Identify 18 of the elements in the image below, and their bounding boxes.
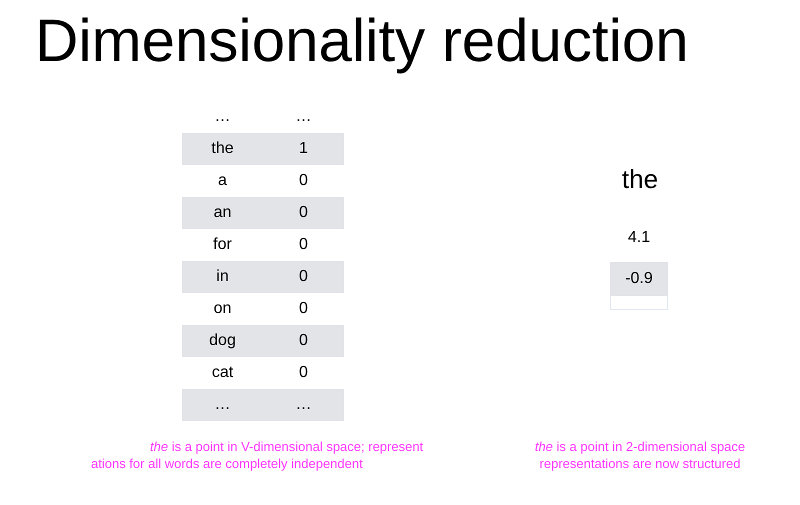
table-cell: 1 <box>263 133 344 165</box>
table-cell: … <box>182 101 263 133</box>
table-cell: 0 <box>263 261 344 293</box>
table-cell: … <box>263 101 344 133</box>
table-cell: 0 <box>263 325 344 357</box>
table-cell: the <box>182 133 263 165</box>
word-heading: the <box>620 164 660 194</box>
table-cell: -0.9 <box>610 262 668 296</box>
slide-title: Dimensionality reduction <box>35 6 689 76</box>
table-cell: in <box>182 261 263 293</box>
table-cell: … <box>182 389 263 421</box>
table-cell: … <box>263 389 344 421</box>
table-cell: an <box>182 197 263 229</box>
caption-note: the is a point in V-dimensional space; represent ations for all words are completely independent <box>91 438 424 472</box>
table-cell: 4.1 <box>610 213 668 262</box>
caption-note: the is a point in 2-dimensional space representations are now structured <box>534 438 746 472</box>
table-cell: 0 <box>263 197 344 229</box>
table-cell: dog <box>182 325 263 357</box>
